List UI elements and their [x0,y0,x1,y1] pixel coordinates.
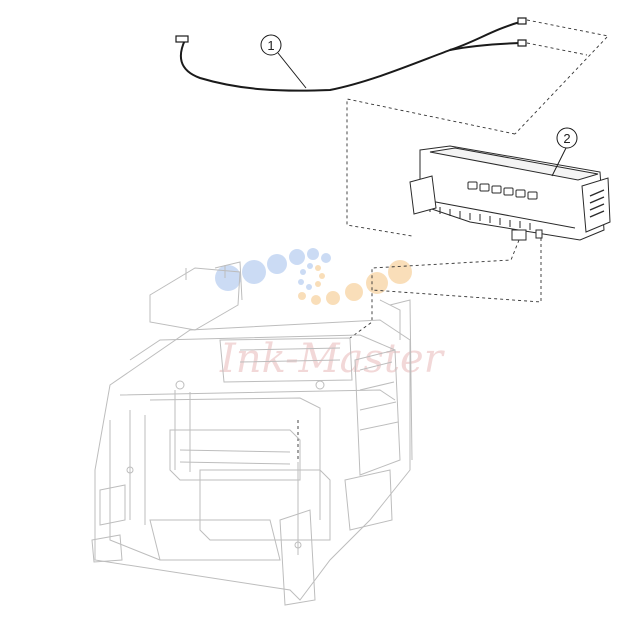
callout-2-label: 2 [563,131,570,146]
cable-connector-right-bottom [517,39,527,47]
watermark-dots-blue [215,248,331,291]
fuser-connector [511,229,527,241]
watermark-text: Ink-Master [219,336,446,382]
cable-connector-right-top [517,17,527,25]
fuser-right-end [581,177,611,233]
cable-main [179,21,521,92]
callout-1: 1 [260,34,307,89]
callout-2-bubble [556,127,578,149]
watermark-ring [298,263,325,290]
watermark-logo: Ink-Master [215,248,446,382]
dashed-guide-fuser [297,238,542,460]
part-2-fuser-assembly [409,145,611,241]
fuser-left-end [409,175,437,215]
fuser-right-gears [589,189,605,218]
watermark-dots-orange [298,260,412,305]
callout-1-label: 1 [267,38,274,53]
fuser-slots [467,181,538,200]
part-1-cable [175,17,527,92]
callout-2: 2 [551,127,578,177]
dashed-guide-cable [346,19,609,237]
fuser-top [429,147,599,181]
callout-1-bubble [260,34,282,56]
cable-connector-left [175,35,189,43]
printer-frame [91,261,413,606]
cable-branch [449,42,521,51]
